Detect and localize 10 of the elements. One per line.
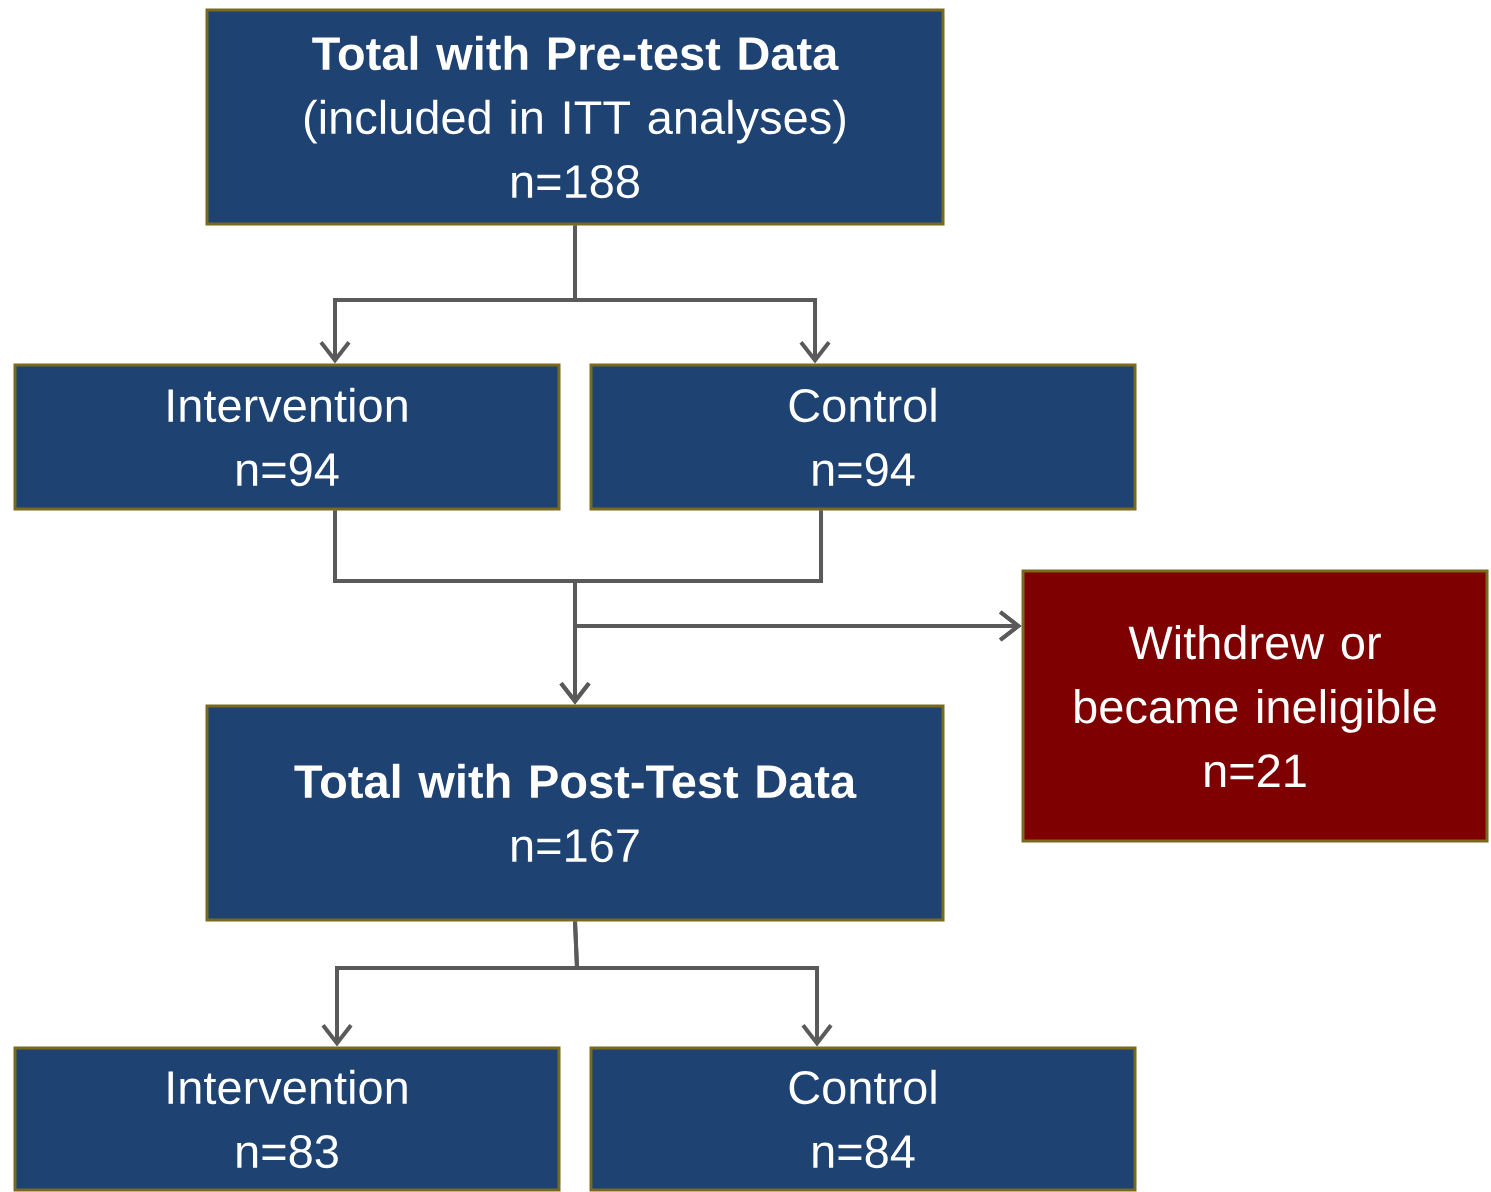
arrow <box>573 921 833 1047</box>
process-box: Total with Post-Test Data n=167 <box>205 704 945 922</box>
process-box: Total with Pre-test Data (included in ITT analyses) n=188 <box>205 8 945 226</box>
process-box: Intervention n=94 <box>13 363 561 511</box>
arrow <box>573 225 831 364</box>
exclusion-box: Withdrew or became ineligible n=21 <box>1021 569 1489 843</box>
arrow <box>573 510 1022 642</box>
process-box: Control n=84 <box>589 1046 1137 1192</box>
process-box: Control n=94 <box>589 363 1137 511</box>
process-box: Intervention n=83 <box>13 1046 561 1192</box>
